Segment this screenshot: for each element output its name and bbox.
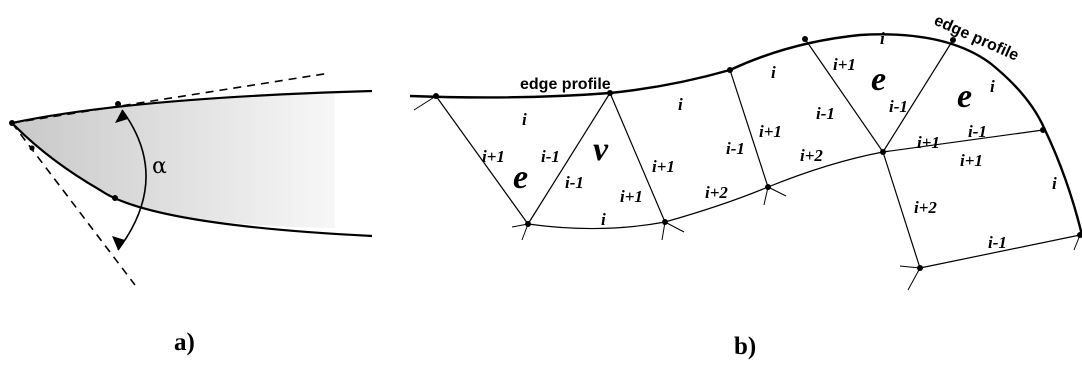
mesh-node <box>1040 127 1046 133</box>
index-label: i+2 <box>914 198 937 217</box>
blade-upper-profile <box>11 89 373 125</box>
mesh-node <box>525 221 531 227</box>
angle-alpha-label: α <box>152 154 167 179</box>
index-label: i <box>771 63 776 82</box>
index-label: i+2 <box>800 146 823 165</box>
mesh-node <box>765 184 771 190</box>
index-label: i-1 <box>988 233 1007 252</box>
mesh-nodes <box>433 36 1082 271</box>
index-label: i+1 <box>759 122 782 141</box>
mesh-node <box>917 265 923 271</box>
index-label: i <box>880 29 885 48</box>
index-label: i+2 <box>705 183 728 202</box>
index-label: i-1 <box>889 97 908 116</box>
index-labels: i i+1 i-1 i-1 i+1 i i i+1 i+2 i-1 i+1 i … <box>482 29 1057 252</box>
index-label: i+1 <box>620 187 643 206</box>
index-label: i-1 <box>816 104 835 123</box>
tip-node <box>9 120 15 126</box>
element-label: e <box>871 61 886 98</box>
mesh-node <box>433 93 439 99</box>
mesh-node <box>662 219 668 225</box>
panel-b-mesh-diagram: edge profile edge profile e v e e i i+1 … <box>409 12 1082 291</box>
inner-boundary-curve <box>527 151 884 230</box>
panel-b-caption: b) <box>734 333 757 360</box>
index-label: i-1 <box>565 173 584 192</box>
panel-a-blade-diagram: α <box>9 72 373 286</box>
index-label: i-1 <box>968 122 987 141</box>
mesh-node <box>802 36 808 42</box>
index-label: i-1 <box>541 147 560 166</box>
index-label: i <box>601 210 606 229</box>
index-label: i+1 <box>917 133 940 152</box>
index-label: i+1 <box>482 147 505 166</box>
blade-shaded-region <box>12 92 335 228</box>
index-label: i+1 <box>960 151 983 170</box>
upper-contact-node <box>115 101 121 107</box>
index-label: i <box>522 110 527 129</box>
index-label: i+1 <box>833 55 856 74</box>
index-label: i+1 <box>652 157 675 176</box>
boundary-stubs <box>413 95 1081 291</box>
index-label: i <box>678 95 683 114</box>
mesh-edges <box>435 38 1081 269</box>
mesh-node <box>607 90 613 96</box>
index-label: i-1 <box>726 139 745 158</box>
mesh-node <box>1077 232 1082 238</box>
element-label: e <box>957 78 972 115</box>
panel-a-caption: a) <box>174 329 195 356</box>
angle-arc-alpha <box>117 109 147 251</box>
upper-tangent-line <box>11 72 331 124</box>
edge-profile-label: edge profile <box>520 76 611 93</box>
index-label: i <box>990 77 995 96</box>
lower-contact-node <box>112 195 118 201</box>
angle-arrow-bottom <box>112 236 125 250</box>
angle-arrow-top <box>115 110 128 123</box>
mesh-node <box>727 67 733 73</box>
lower-edge-node <box>29 145 35 151</box>
mesh-node <box>950 37 956 43</box>
edge-profile-label: edge profile <box>931 12 1021 64</box>
index-label: i <box>1052 174 1057 193</box>
vertex-label: v <box>593 131 609 168</box>
element-label: e <box>513 159 528 196</box>
mesh-node <box>880 149 886 155</box>
